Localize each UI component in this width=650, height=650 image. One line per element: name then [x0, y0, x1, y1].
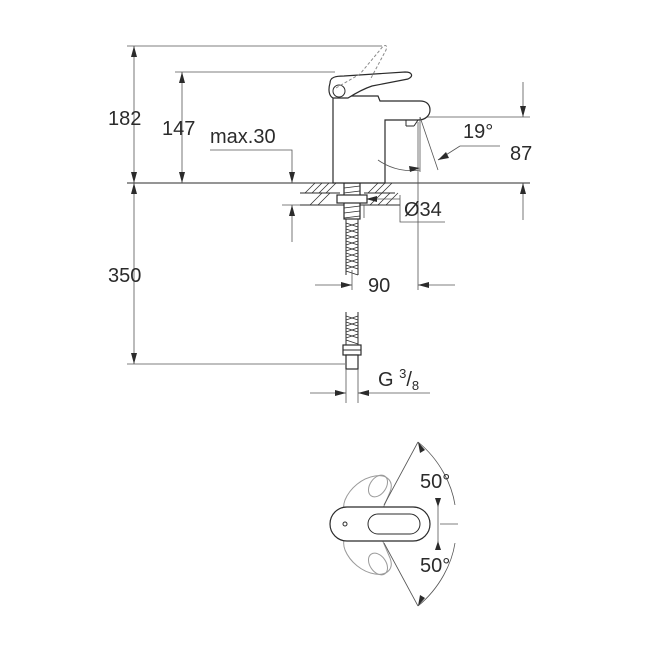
deck-hatch [300, 182, 400, 206]
dim-label-147: 147 [162, 118, 195, 140]
faucet-handle [328, 71, 413, 99]
dim-diameter [363, 195, 445, 223]
dim-label-max30: max.30 [210, 126, 276, 148]
dim-label-diameter: Ø34 [404, 199, 442, 221]
top-view: 50° 50° [329, 441, 458, 607]
dim-182 [131, 46, 137, 183]
dim-label-50-down: 50° [420, 555, 450, 577]
dim-label-19: 19° [463, 121, 493, 143]
side-view: 182 147 max.30 [108, 45, 532, 403]
dim-label-50-up: 50° [420, 471, 450, 493]
dim-label-87: 87 [510, 143, 532, 165]
dim-90 [315, 122, 455, 290]
dim-147 [179, 72, 185, 183]
angle-lines-up [383, 441, 456, 506]
dim-350 [131, 183, 137, 364]
faucet-handle-raised-ghost [335, 45, 387, 89]
angle-lines-down [383, 542, 456, 607]
dim-thread [310, 390, 430, 396]
faucet-body [332, 95, 431, 184]
dim-87 [520, 82, 526, 220]
dim-label-thread: G 3/8 [378, 366, 419, 393]
dim-label-90: 90 [368, 275, 390, 297]
dim-label-182: 182 [108, 108, 141, 130]
dim-angle-19 [377, 116, 500, 172]
dim-label-350: 350 [108, 265, 141, 287]
centre-marks [435, 498, 441, 550]
hose [342, 219, 362, 403]
dim-max30-arrows [210, 149, 312, 242]
mounting-shank [336, 182, 368, 220]
lever-main [329, 506, 431, 542]
